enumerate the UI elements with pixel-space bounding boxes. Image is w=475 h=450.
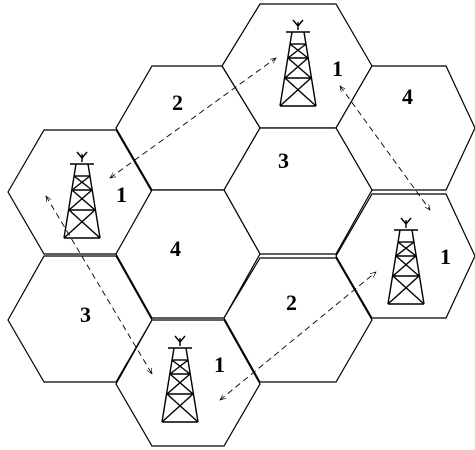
cell-label-center-bottom: 2 — [286, 290, 297, 315]
cell-label-center-top: 3 — [278, 148, 289, 173]
cell-label-right-top: 4 — [402, 84, 413, 109]
link-left-top — [110, 58, 276, 178]
link-top-right — [340, 86, 430, 210]
tower-label-bottom: 1 — [214, 352, 225, 377]
cell-label-top-left: 2 — [172, 90, 183, 115]
tower-label-left: 1 — [116, 182, 127, 207]
link-bottom-right — [220, 272, 376, 400]
link-left-bottom — [46, 196, 152, 374]
cell-label-left-bottom: 3 — [80, 302, 91, 327]
tower-label-right: 1 — [440, 244, 451, 269]
cell-label-center: 4 — [170, 236, 181, 261]
tower-label-top: 1 — [332, 56, 343, 81]
